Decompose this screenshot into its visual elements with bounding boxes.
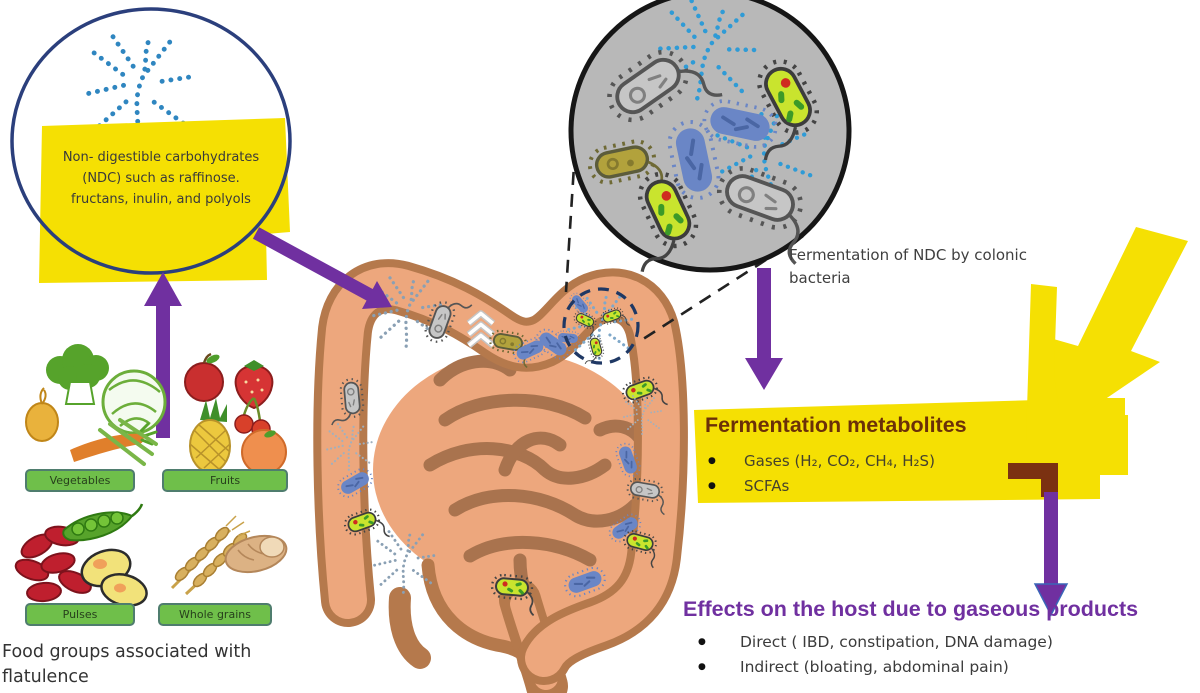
carrot-icon <box>70 433 144 462</box>
arrow-circle-to-metabolites <box>745 268 783 390</box>
food-groups-caption-line1: Food groups associated with <box>2 642 252 662</box>
fermentation-caption-line2: bacteria <box>789 268 851 287</box>
label-vegetables: Vegetables <box>25 469 135 492</box>
food-groups-caption-line2: flatulence <box>2 666 89 687</box>
fermentation-caption: Fermentation of NDC by colonic bacteria <box>789 244 1039 289</box>
effects-item-indirect: Indirect (bloating, abdominal pain) <box>690 658 1110 676</box>
wheat-icon <box>170 515 251 596</box>
bread-icon <box>224 534 288 574</box>
magnified-bacteria-circle <box>568 0 852 272</box>
effects-title: Effects on the host due to gaseous produ… <box>683 597 1139 621</box>
cherries-icon <box>242 396 262 422</box>
big-yellow-arrow-icon <box>1026 284 1062 452</box>
purple-arrows <box>144 227 392 438</box>
yellow-beans-icon <box>80 548 148 607</box>
pulses-image <box>14 503 148 607</box>
big-yellow-arrow-icon <box>1036 227 1188 446</box>
food-groups-caption: Food groups associated with flatulence <box>2 640 251 689</box>
fruits-image <box>184 352 287 475</box>
vegetables-image <box>25 344 167 466</box>
label-pulses: Pulses <box>25 603 135 626</box>
magnify-region-icon <box>554 287 640 365</box>
effects-item-direct: Direct ( IBD, constipation, DNA damage) <box>690 633 1110 651</box>
greens-icon <box>98 418 158 466</box>
cabbage-icon <box>101 369 167 435</box>
label-whole-grains: Whole grains <box>158 603 272 626</box>
elbow-connector <box>1008 463 1058 497</box>
orange-icon <box>241 429 287 475</box>
arrow-metabolites-to-effects <box>1008 463 1069 617</box>
ndc-note-line3: fructans, inulin, and polyols <box>71 192 251 208</box>
ndc-note: Non- digestible carbohydrates (NDC) such… <box>50 147 272 210</box>
metabolites-list: Gases (H₂, CO₂, CH₄, H₂S) SCFAs <box>700 452 1040 502</box>
arrow-ndc-to-colon <box>252 227 374 301</box>
broccoli-icon <box>64 381 96 405</box>
metabolites-item-gases: Gases (H₂, CO₂, CH₄, H₂S) <box>700 452 1040 470</box>
ndc-note-line1: Non- digestible carbohydrates <box>62 150 260 165</box>
effects-list: Direct ( IBD, constipation, DNA damage) … <box>690 633 1110 683</box>
metabolites-item-scfas: SCFAs <box>700 477 1040 495</box>
pineapple-icon <box>200 398 227 422</box>
ndc-circle <box>10 7 292 283</box>
ndc-highlight <box>39 118 290 283</box>
apple-icon <box>184 362 224 402</box>
fermentation-caption-line1: Fermentation of NDC by colonic <box>789 246 1027 264</box>
ndc-note-line2: (NDC) such as raffinose. <box>82 171 240 187</box>
intestine-illustration <box>313 259 688 693</box>
metabolites-title: Fermentation metabolites <box>705 413 967 437</box>
label-fruits: Fruits <box>162 469 288 492</box>
appendix <box>388 587 431 669</box>
strawberry-icon <box>234 364 274 410</box>
onion-icon <box>25 402 59 442</box>
whole-grains-image <box>170 515 288 596</box>
